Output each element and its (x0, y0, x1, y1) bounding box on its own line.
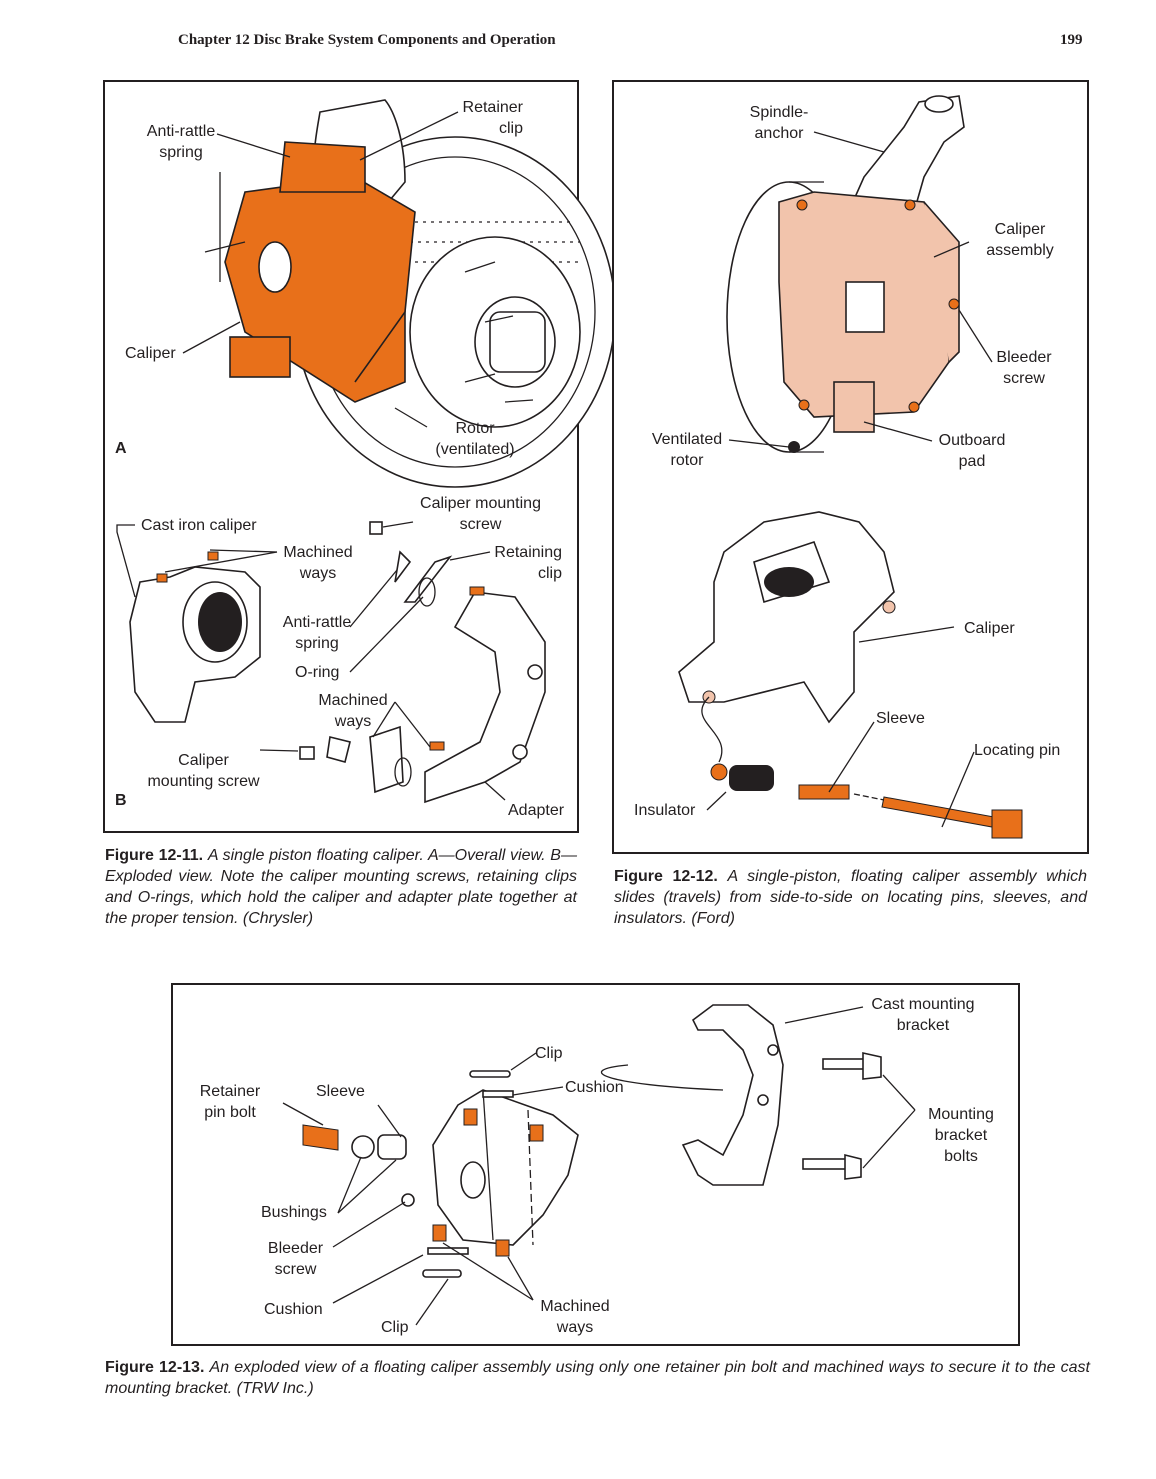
label-adapter: Adapter (508, 802, 565, 819)
label-clip-top: Clip (535, 1045, 563, 1062)
label-clip-bottom: Clip (381, 1319, 409, 1336)
panel-b-letter: B (115, 792, 127, 809)
label-sleeve-13: Sleeve (316, 1083, 365, 1100)
figure-12-13-drawing (282, 1004, 916, 1326)
figure-12-12-drawing (678, 95, 1023, 839)
small-parts-illustration (299, 521, 453, 794)
label-bushings: Bushings (261, 1204, 327, 1221)
label-spindle-anchor: Spindle-anchor (749, 104, 809, 142)
figure-12-12-caption: Figure 12-12. A single-piston, floating … (614, 868, 1088, 927)
small-parts-illustration (302, 1070, 514, 1278)
running-header: Chapter 12 Disc Brake System Components … (178, 32, 556, 48)
mounting-bracket-bolts-illustration (802, 1052, 882, 1180)
label-cast-iron-caliper: Cast iron caliper (141, 517, 257, 534)
label-o-ring: O-ring (295, 664, 340, 681)
cast-iron-caliper-illustration (129, 551, 261, 723)
label-rotor: Rotor(ventilated) (435, 420, 515, 458)
caliper-assembly-illustration (778, 191, 960, 453)
caliper-illustration (678, 511, 896, 724)
label-caliper-12: Caliper (964, 620, 1015, 637)
label-insulator: Insulator (634, 802, 696, 819)
figure-12-11-drawing (116, 99, 616, 804)
insulator-sleeve-pin-illustration (701, 696, 1023, 839)
figure-12-11-caption: Figure 12-11. A single piston floating c… (105, 847, 577, 927)
page-number: 199 (1060, 32, 1083, 48)
panel-a-letter: A (115, 440, 127, 457)
label-sleeve: Sleeve (876, 710, 925, 727)
caliper-illustration (204, 141, 416, 403)
cast-mounting-bracket-illustration (600, 1004, 784, 1186)
label-cushion-top: Cushion (565, 1079, 624, 1096)
label-caliper: Caliper (125, 345, 176, 362)
label-locating-pin: Locating pin (974, 742, 1061, 759)
adapter-illustration (424, 586, 546, 804)
label-cushion-bottom: Cushion (264, 1301, 323, 1318)
caliper-body-illustration (432, 1089, 579, 1257)
figure-12-13-caption: Figure 12-13. An exploded view of a floa… (105, 1359, 1090, 1397)
